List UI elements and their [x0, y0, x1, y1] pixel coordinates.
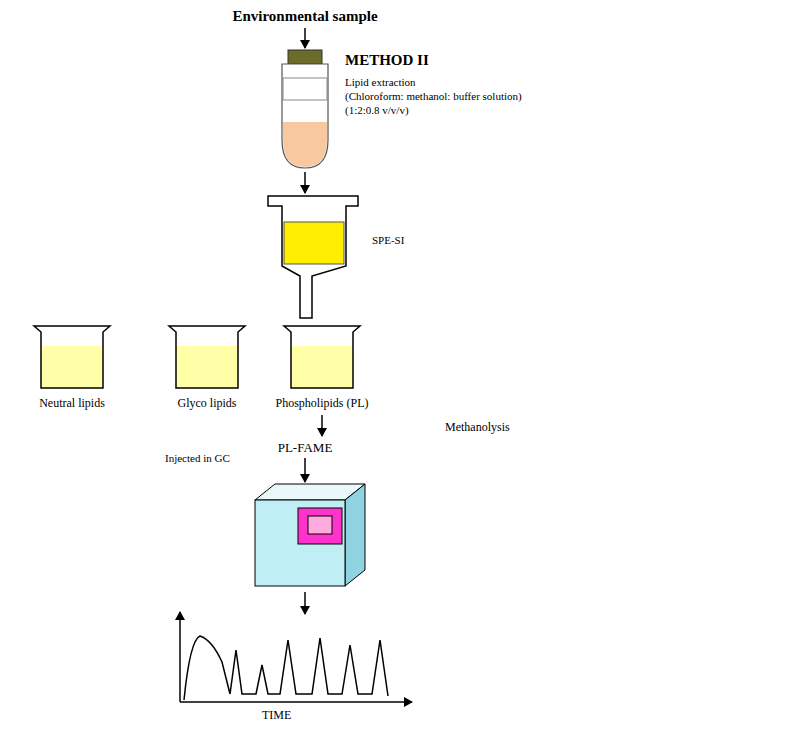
text-node: Environmental sample [228, 6, 381, 27]
beaker-outline [32, 324, 112, 390]
method-heading: METHOD II [345, 52, 429, 69]
beaker-outline [282, 324, 362, 390]
text-node: PL-FAME [274, 438, 337, 458]
annotation: Injected in GC [165, 452, 230, 464]
spe-cartridge [268, 196, 358, 318]
annotation: TIME [262, 708, 291, 723]
flow-arrow [304, 28, 306, 48]
beaker-node: Neutral lipids [28, 322, 116, 413]
annotation: Lipid extraction [345, 76, 416, 88]
fraction-label: Phospholipids (PL) [275, 396, 368, 411]
beaker-node: Glyco lipids [163, 322, 251, 413]
extraction-tube [282, 50, 328, 168]
annotation: SPE-SI [372, 234, 404, 246]
annotation: Methanolysis [445, 420, 510, 435]
chromatogram [180, 612, 412, 702]
beaker-node: Phospholipids (PL) [271, 322, 372, 413]
flow-arrow [304, 458, 306, 482]
fraction-label: Neutral lipids [39, 396, 105, 411]
beaker-outline [167, 324, 247, 390]
step-label: Environmental sample [232, 8, 377, 25]
flow-arrow [304, 592, 306, 614]
fraction-label: Glyco lipids [178, 396, 237, 411]
step-label: PL-FAME [278, 440, 333, 456]
flow-arrow [321, 415, 323, 436]
flow-arrow [304, 172, 306, 193]
annotation: (1:2:0.8 v/v/v) [345, 104, 409, 116]
gc-instrument [255, 484, 365, 586]
annotation: (Chloroform: methanol: buffer solution) [345, 90, 522, 102]
